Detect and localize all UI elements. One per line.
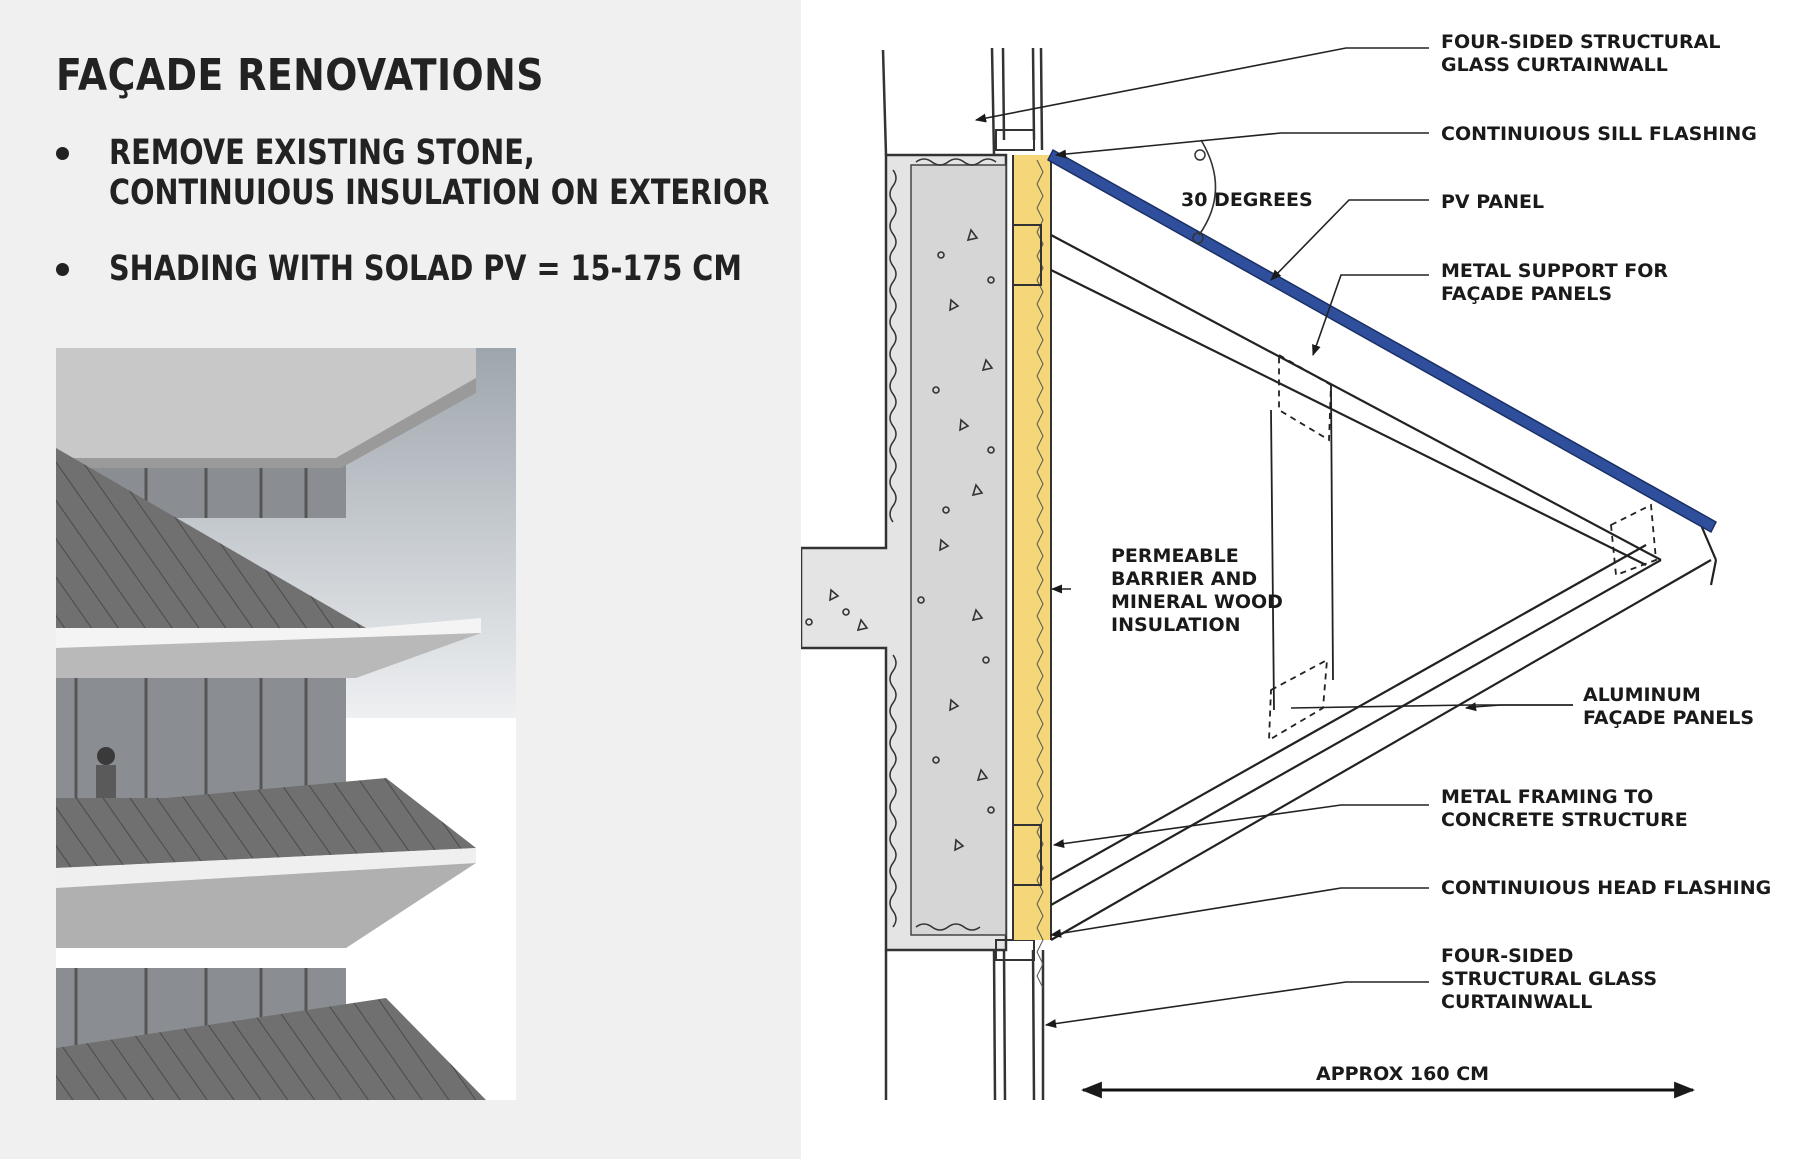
callout-line: FOUR-SIDED STRUCTURAL (1441, 31, 1720, 53)
dimension-label: APPROX 160 CM (1316, 1063, 1489, 1085)
callout-line: CURTAINWALL (1441, 991, 1592, 1013)
bullet-dot-icon (56, 263, 69, 276)
curtainwall-mullions (881, 47, 1045, 1101)
metal-framing-bracket-bottom (1012, 824, 1042, 886)
callout-line: PERMEABLE (1111, 545, 1239, 567)
bullet-line: REMOVE EXISTING STONE, (109, 133, 535, 173)
callout-four-sided-glass-bottom: FOUR-SIDED STRUCTURAL GLASS CURTAINWALL (1441, 945, 1657, 1013)
callout-line: FAÇADE PANELS (1583, 707, 1754, 729)
support-frame-outline (1268, 353, 1657, 742)
wavy-insulation-bottom (915, 923, 981, 931)
callout-line: CONCRETE STRUCTURE (1441, 809, 1688, 831)
angle-label: 30 DEGREES (1181, 189, 1313, 211)
callout-pv-panel: PV PANEL (1441, 191, 1544, 213)
callout-head-flashing: CONTINUIOUS HEAD FLASHING (1441, 877, 1771, 899)
facade-rendering-image (56, 348, 516, 1100)
callout-line: BARRIER AND (1111, 568, 1257, 590)
wavy-insulation-top (915, 158, 997, 166)
bullet-text: SHADING WITH SOLAD PV = 15-175 CM (109, 249, 742, 289)
facade-section-diagram: 30 DEGREES APPROX 160 CM FOUR-SIDED STRU… (801, 31, 1771, 1101)
building-render-illustration (56, 348, 516, 1100)
callout-line: METAL SUPPORT FOR (1441, 260, 1668, 282)
callout-line: FAÇADE PANELS (1441, 283, 1612, 305)
callout-insulation: PERMEABLE BARRIER AND MINERAL WOOD INSUL… (1111, 545, 1283, 636)
wavy-insulation-lower (889, 654, 897, 928)
concrete-structure (801, 153, 1008, 952)
callout-line: GLASS CURTAINWALL (1441, 54, 1668, 76)
sill-flashing-detail (995, 129, 1035, 151)
angle-marker-icon (1192, 232, 1204, 244)
wavy-insulation-upper (889, 169, 897, 523)
metal-framing-bracket-top (1012, 224, 1042, 286)
callout-line: INSULATION (1111, 614, 1241, 636)
callout-four-sided-glass-top: FOUR-SIDED STRUCTURAL GLASS CURTAINWALL (1441, 31, 1720, 76)
angle-marker-icon (1194, 149, 1206, 161)
angle-arc (1198, 139, 1217, 236)
callout-line: METAL FRAMING TO (1441, 786, 1653, 808)
page-title: FAÇADE RENOVATIONS (56, 50, 544, 101)
bullet-text: REMOVE EXISTING STONE, CONTINUIOUS INSUL… (109, 133, 769, 213)
left-panel: FAÇADE RENOVATIONS REMOVE EXISTING STONE… (0, 0, 801, 1159)
callout-metal-support: METAL SUPPORT FOR FAÇADE PANELS (1441, 260, 1668, 305)
bullet-line: CONTINUIOUS INSULATION ON EXTERIOR (109, 173, 770, 213)
callout-metal-framing: METAL FRAMING TO CONCRETE STRUCTURE (1441, 786, 1688, 831)
bullet-dot-icon (56, 147, 69, 160)
concrete-aggregate (805, 228, 995, 852)
callout-line: MINERAL WOOD (1111, 591, 1283, 613)
mineral-wool-insulation (1013, 155, 1051, 940)
callout-sill-flashing: CONTINUIOUS SILL FLASHING (1441, 123, 1757, 145)
callout-leaders (974, 47, 1573, 1029)
pv-panel (1047, 148, 1717, 534)
callout-line: STRUCTURAL GLASS (1441, 968, 1657, 990)
callout-aluminum-panels: ALUMINUM FAÇADE PANELS (1583, 684, 1754, 729)
callout-line: FOUR-SIDED (1441, 945, 1573, 967)
callout-line: ALUMINUM (1583, 684, 1701, 706)
